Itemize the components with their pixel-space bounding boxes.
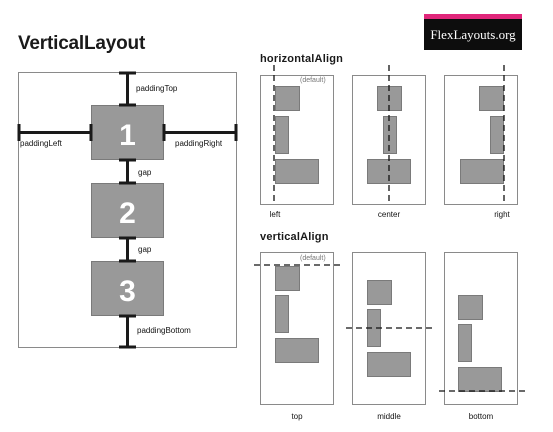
halign-right-panel xyxy=(444,75,518,205)
flexlayouts-logo: FlexLayouts.org xyxy=(424,14,522,50)
halign-default-tag: (default) xyxy=(300,77,326,84)
gap-1-label: gap xyxy=(138,168,152,177)
layout-box-3 xyxy=(91,261,164,316)
padding-left-label: paddingLeft xyxy=(20,139,62,148)
halign-left-panel xyxy=(260,75,334,205)
valign-bottom-box-1 xyxy=(458,295,483,320)
valign-middle-caption: middle xyxy=(377,412,401,421)
halign-right-caption: right xyxy=(494,210,510,219)
vertical-align-title: verticalAlign xyxy=(260,231,329,243)
layout-box-3-number: 3 xyxy=(119,275,136,308)
halign-center-box-2 xyxy=(383,116,397,154)
halign-right-box-1 xyxy=(479,86,504,111)
valign-middle-box-1 xyxy=(367,280,392,305)
logo-text: FlexLayouts.org xyxy=(424,19,522,50)
valign-bottom-box-3 xyxy=(458,367,502,392)
logo-accent-bar xyxy=(424,14,522,19)
valign-top-panel xyxy=(260,252,334,405)
layout-box-2-number: 2 xyxy=(119,197,136,230)
halign-left-caption: left xyxy=(269,210,281,219)
horizontal-align-title: horizontalAlign xyxy=(260,53,344,65)
padding-right-label: paddingRight xyxy=(175,139,223,148)
valign-top-box-2 xyxy=(275,295,289,333)
valign-middle-panel xyxy=(352,252,426,405)
valign-bottom-panel xyxy=(444,252,518,405)
valign-default-tag: (default) xyxy=(300,255,326,262)
halign-left-box-3 xyxy=(275,159,319,184)
halign-left-box-2 xyxy=(275,116,289,154)
padding-top-label: paddingTop xyxy=(136,84,178,93)
padding-bottom-label: paddingBottom xyxy=(137,326,191,335)
halign-left-box-1 xyxy=(275,86,300,111)
valign-bottom-caption: bottom xyxy=(468,412,494,421)
layout-box-1-number: 1 xyxy=(119,119,136,152)
halign-right-box-3 xyxy=(460,159,504,184)
page-title: VerticalLayout xyxy=(18,33,146,54)
valign-middle-box-3 xyxy=(367,352,411,377)
valign-top-caption: top xyxy=(291,412,303,421)
valign-top-box-3 xyxy=(275,338,319,363)
halign-center-caption: center xyxy=(377,210,401,219)
gap-2-label: gap xyxy=(138,245,152,254)
valign-top-box-1 xyxy=(275,266,300,291)
valign-bottom-box-2 xyxy=(458,324,472,362)
